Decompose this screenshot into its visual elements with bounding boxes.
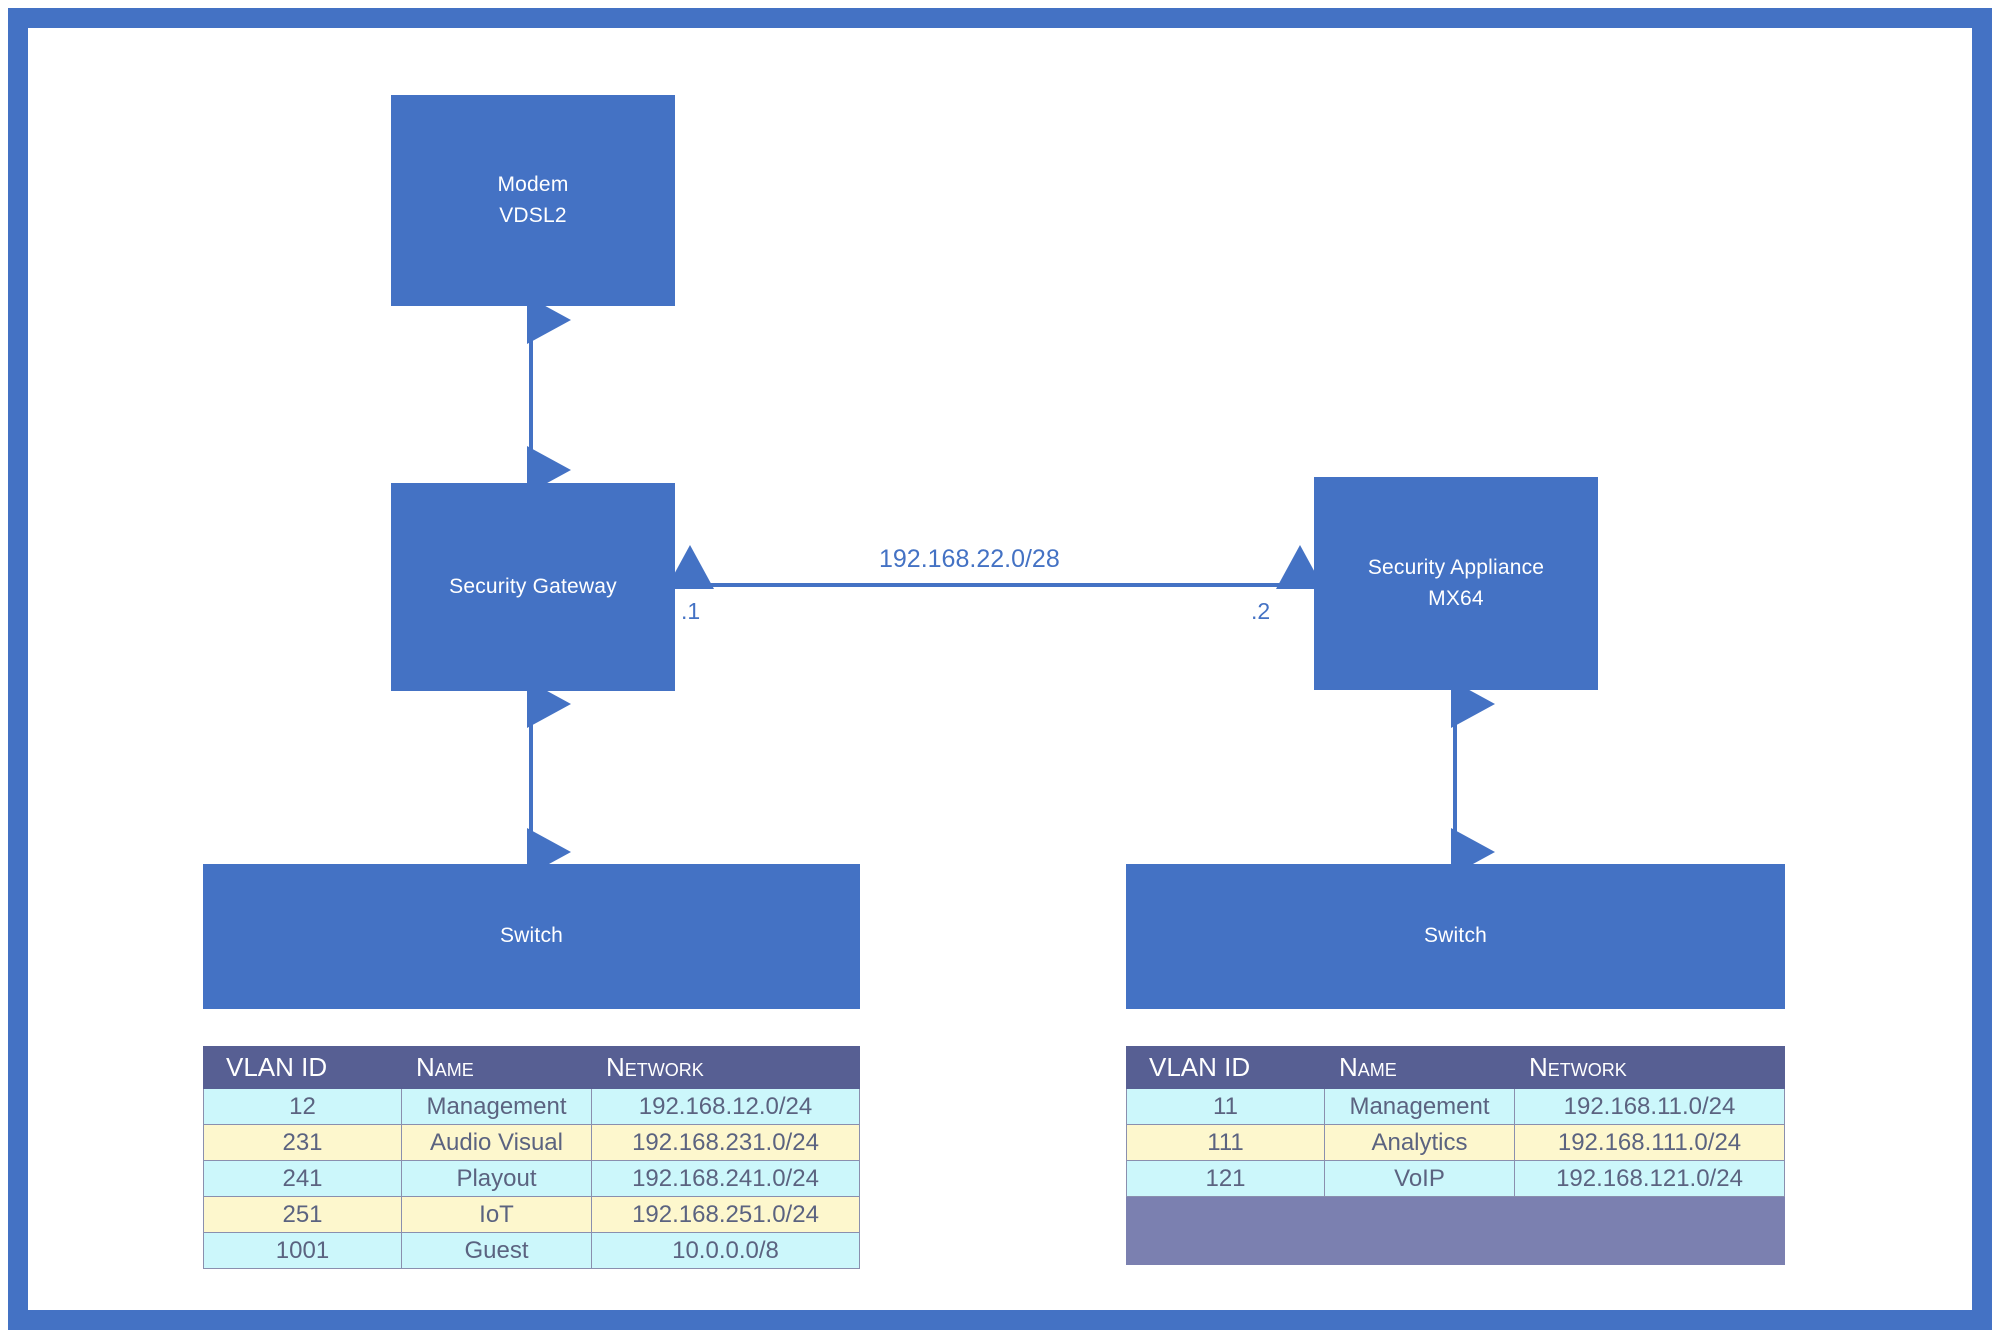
table-row: 121 VoIP 192.168.121.0/24 [1126,1160,1785,1197]
node-modem[interactable]: Modem VDSL2 [391,95,675,306]
cell-vlan-id: 251 [203,1196,402,1233]
node-security-appliance[interactable]: Security Appliance MX64 [1314,477,1598,690]
node-switch-left[interactable]: Switch [203,864,860,1009]
column-header-network: Network [1514,1046,1785,1089]
node-security-gateway[interactable]: Security Gateway [391,483,675,691]
cell-vlan-id: 11 [1126,1088,1325,1125]
table-row: 12 Management 192.168.12.0/24 [203,1088,860,1125]
cell-network: 192.168.11.0/24 [1514,1088,1785,1125]
table-row: 231 Audio Visual 192.168.231.0/24 [203,1124,860,1161]
cell-network: 192.168.121.0/24 [1514,1160,1785,1197]
cell-name: Guest [401,1232,592,1269]
cell-name: Management [401,1088,592,1125]
cell-network: 192.168.241.0/24 [591,1160,860,1197]
cell-name: Analytics [1324,1124,1515,1161]
node-switch-left-label: Switch [499,924,564,948]
cell-vlan-id: 121 [1126,1160,1325,1197]
node-modem-line2: VDSL2 [499,203,567,227]
cell-vlan-id: 111 [1126,1124,1325,1161]
cell-name: Audio Visual [401,1124,592,1161]
cell-network: 192.168.251.0/24 [591,1196,860,1233]
column-header-name: Name [1324,1046,1515,1089]
cell-vlan-id: 12 [203,1088,402,1125]
node-switch-right[interactable]: Switch [1126,864,1785,1009]
node-modem-line1: Modem [497,173,569,197]
table-row: 241 Playout 192.168.241.0/24 [203,1160,860,1197]
vlan-table-left: VLAN ID Name Network 12 Management 192.1… [203,1046,860,1269]
table-row: 251 IoT 192.168.251.0/24 [203,1196,860,1233]
table-header-row: VLAN ID Name Network [1126,1046,1785,1089]
cell-vlan-id: 231 [203,1124,402,1161]
column-header-network: Network [591,1046,860,1089]
table-row: 1001 Guest 10.0.0.0/8 [203,1232,860,1269]
cell-name: IoT [401,1196,592,1233]
cell-network: 192.168.12.0/24 [591,1088,860,1125]
cell-network: 192.168.231.0/24 [591,1124,860,1161]
cell-name: Playout [401,1160,592,1197]
table-footer-band [1126,1196,1785,1265]
cell-network: 192.168.111.0/24 [1514,1124,1785,1161]
column-header-vlan-id: VLAN ID [1126,1046,1325,1089]
table-row: 11 Management 192.168.11.0/24 [1126,1088,1785,1125]
node-security-appliance-line2: MX64 [1428,586,1484,610]
table-footer-row [1126,1196,1785,1265]
column-header-vlan-id: VLAN ID [203,1046,402,1089]
node-switch-right-label: Switch [1423,924,1488,948]
link-endpoint-label-right: .2 [1251,598,1271,624]
node-security-gateway-line1: Security Gateway [449,574,617,598]
column-header-name: Name [401,1046,592,1089]
table-header-row: VLAN ID Name Network [203,1046,860,1089]
cell-vlan-id: 241 [203,1160,402,1197]
cell-network: 10.0.0.0/8 [591,1232,860,1269]
cell-name: Management [1324,1088,1515,1125]
link-endpoint-label-left: .1 [681,598,701,624]
table-row: 111 Analytics 192.168.111.0/24 [1126,1124,1785,1161]
link-label-subnet: 192.168.22.0/28 [879,545,1060,573]
cell-vlan-id: 1001 [203,1232,402,1269]
cell-name: VoIP [1324,1160,1515,1197]
vlan-table-right: VLAN ID Name Network 11 Management 192.1… [1126,1046,1785,1265]
node-security-appliance-line1: Security Appliance [1367,556,1545,580]
